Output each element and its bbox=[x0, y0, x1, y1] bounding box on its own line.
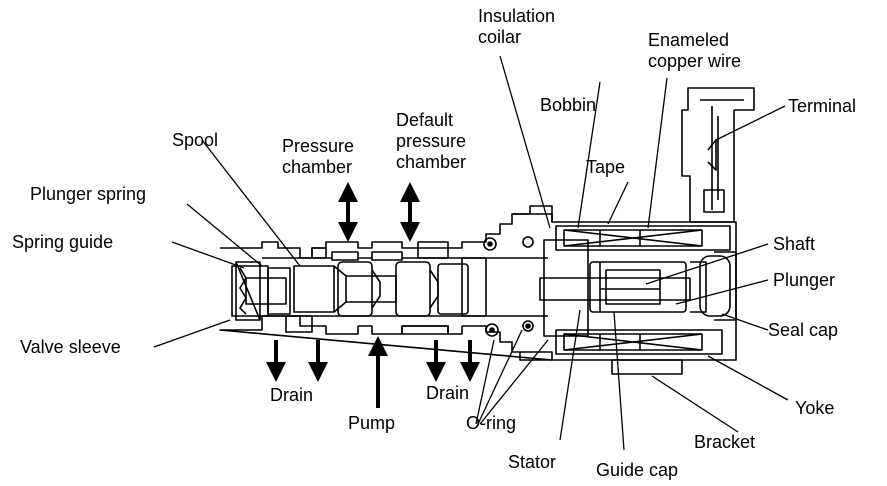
yoke-outline bbox=[551, 214, 737, 361]
label-plunger: Plunger bbox=[773, 270, 836, 290]
label-guide-cap: Guide cap bbox=[596, 460, 679, 480]
label-o-ring: O-ring bbox=[466, 413, 517, 433]
leader-lines bbox=[153, 55, 789, 451]
label-drain-right: Drain bbox=[426, 383, 470, 403]
label-yoke: Yoke bbox=[795, 398, 835, 418]
label-valve-sleeve: Valve sleeve bbox=[20, 337, 121, 357]
label-enameled-copper-wire: Enameled copper wire bbox=[648, 30, 742, 71]
valve-sleeve-outline bbox=[219, 213, 553, 361]
label-seal-cap: Seal cap bbox=[768, 320, 839, 340]
label-shaft: Shaft bbox=[773, 234, 816, 254]
label-bracket: Bracket bbox=[694, 432, 756, 452]
label-drain-left: Drain bbox=[270, 385, 314, 405]
label-plunger-spring: Plunger spring bbox=[30, 184, 147, 204]
label-bobbin: Bobbin bbox=[540, 95, 597, 115]
label-terminal: Terminal bbox=[788, 96, 857, 116]
label-spring-guide: Spring guide bbox=[12, 232, 114, 252]
label-spool: Spool bbox=[172, 130, 219, 150]
label-tape: Tape bbox=[586, 157, 626, 177]
label-pump: Pump bbox=[348, 413, 396, 433]
label-stator: Stator bbox=[508, 452, 557, 472]
label-default-pressure-chamber: Default pressure chamber bbox=[396, 110, 467, 172]
label-insulation-coilar: Insulation coilar bbox=[478, 6, 556, 47]
terminal-housing bbox=[681, 87, 755, 223]
label-pressure-chamber: Pressure chamber bbox=[282, 136, 355, 177]
